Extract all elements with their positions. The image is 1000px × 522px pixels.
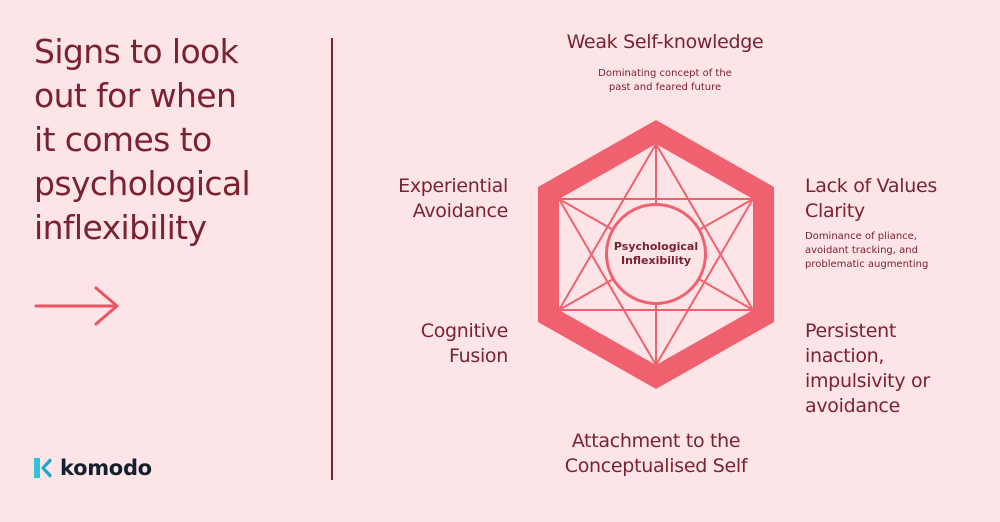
node-upper-right-title: Lack of Values Clarity [805,175,937,222]
arrow-right-icon [34,286,119,326]
node-top-description: Dominating concept of the past and feare… [598,68,732,93]
komodo-logo-icon [34,458,52,478]
node-top-title: Weak Self-knowledge [566,31,764,53]
node-lower-right-title: Persistent inaction, impulsivity or avoi… [805,320,930,417]
node-lower-left-title: Cognitive Fusion [420,320,509,367]
brand-name: komodo [60,456,152,480]
brand-logo: komodo [34,456,152,480]
vertical-divider [331,38,333,480]
node-upper-right-description: Dominance of pliance, avoidant tracking,… [805,231,929,270]
node-upper-left-title: Experiential Avoidance [398,175,508,222]
page-headline: Signs to look out for when it comes to p… [34,32,251,247]
center-label: Psychological Inflexibility [613,240,699,267]
node-bottom-title: Attachment to the Conceptualised Self [564,430,748,477]
